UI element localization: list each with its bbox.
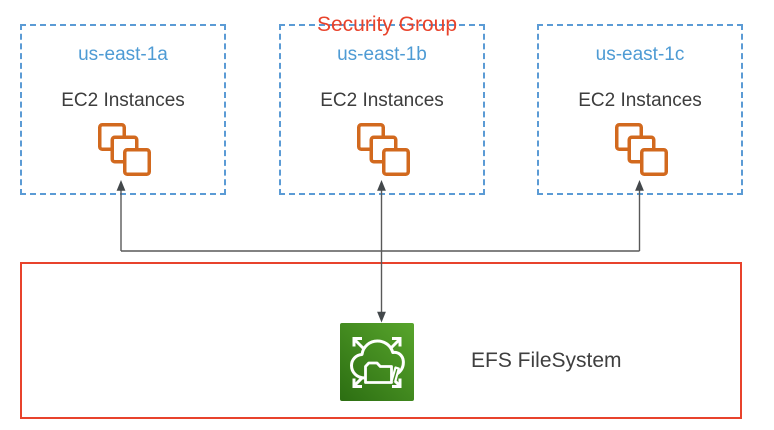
zone-name-label: us-east-1b xyxy=(337,44,427,65)
ec2-instances-label: EC2 Instances xyxy=(578,90,702,111)
security-group-label: Security Group xyxy=(316,13,458,36)
ec2-instances-label: EC2 Instances xyxy=(61,90,185,111)
ec2-instances-icon xyxy=(615,123,668,176)
availability-zone-c: us-east-1c EC2 Instances xyxy=(537,24,743,195)
availability-zone-b: us-east-1b EC2 Instances xyxy=(279,24,485,195)
ec2-instances-icon xyxy=(98,123,151,176)
zone-name-label: us-east-1a xyxy=(78,44,168,65)
efs-filesystem-label: EFS FileSystem xyxy=(471,349,622,372)
ec2-instances-icon xyxy=(357,123,410,176)
folder-page-edge xyxy=(390,366,400,382)
zone-name-label: us-east-1c xyxy=(595,44,685,65)
folder-icon xyxy=(364,361,393,384)
availability-zone-a: us-east-1a EC2 Instances xyxy=(20,24,226,195)
efs-filesystem-icon xyxy=(340,323,414,401)
ec2-instances-label: EC2 Instances xyxy=(320,90,444,111)
